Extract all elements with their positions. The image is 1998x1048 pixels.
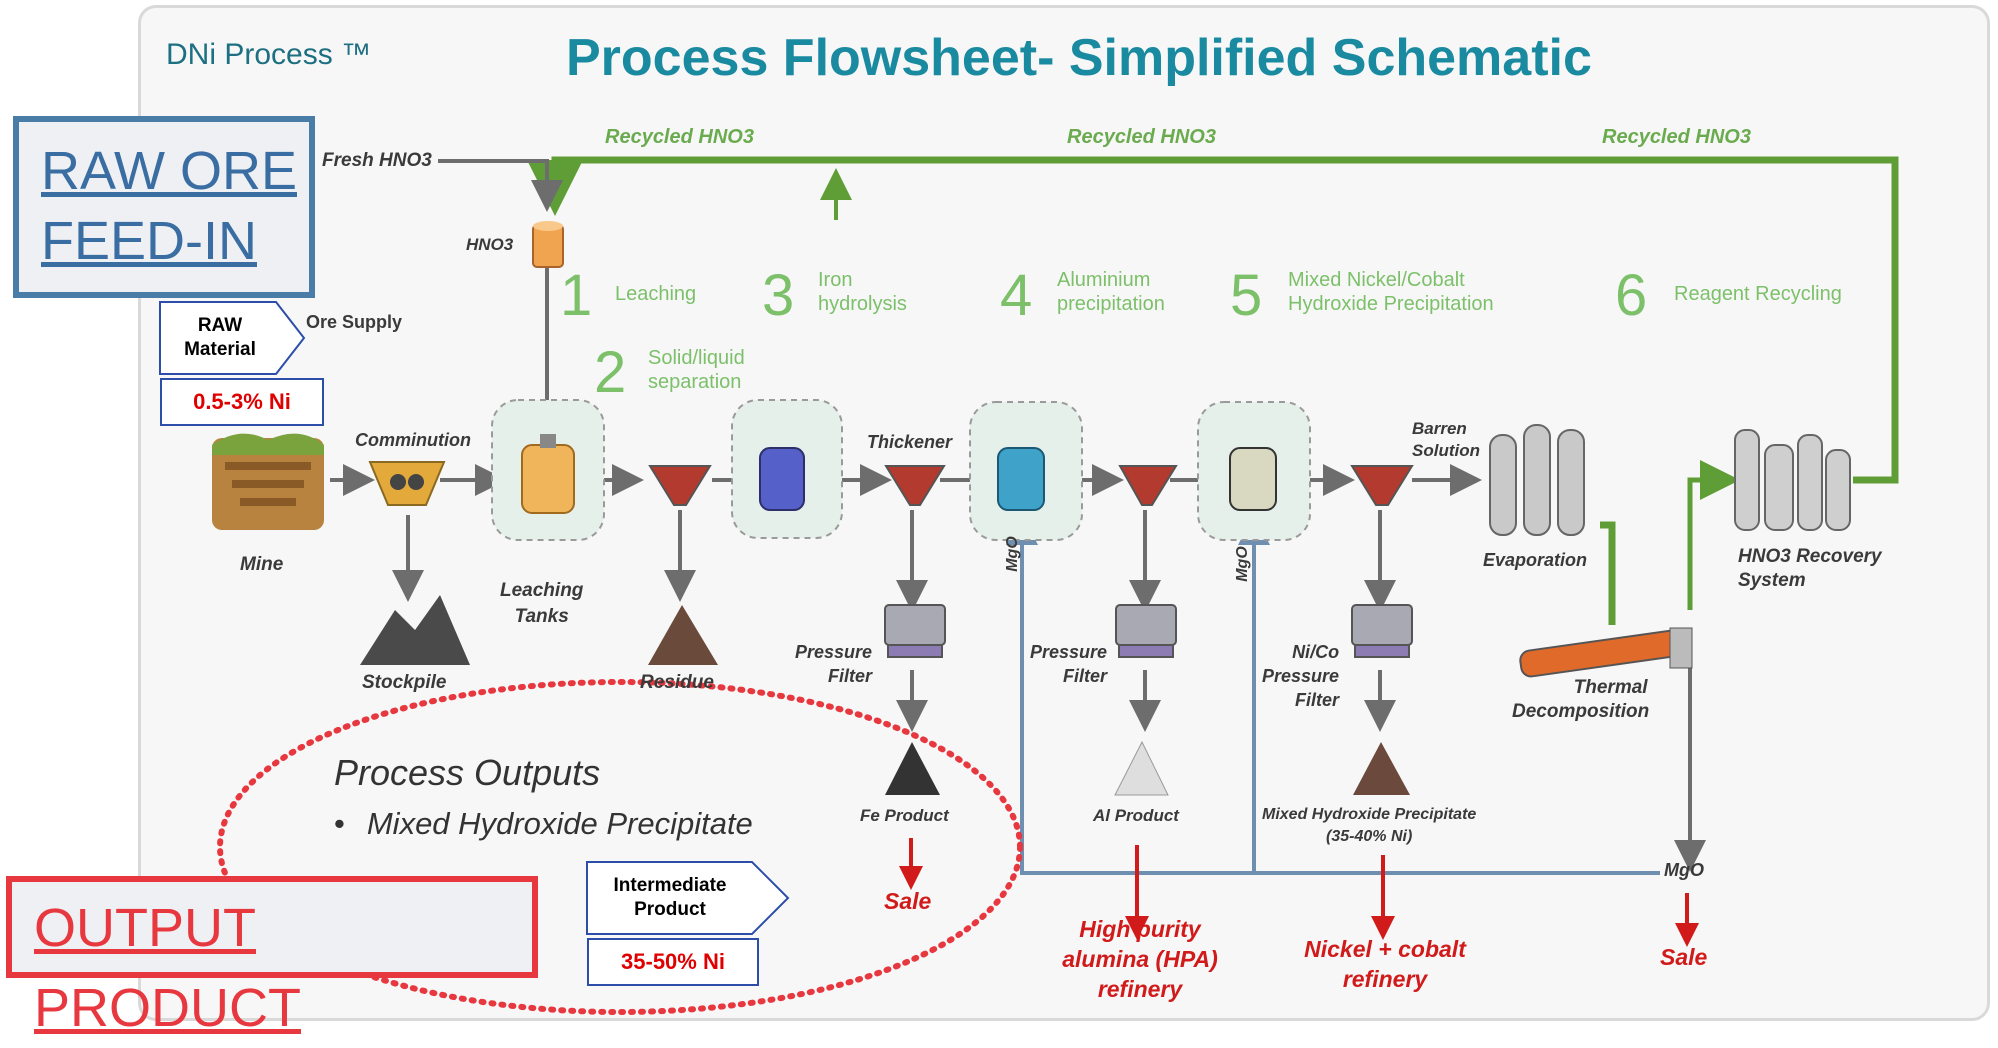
equipment-icons — [212, 221, 1851, 796]
mhp-product-icon — [1353, 742, 1410, 795]
ore-supply-label: Ore Supply — [306, 312, 403, 332]
mhp-product-label: Mixed Hydroxide Precipitate(35-40% Ni) — [1262, 806, 1477, 845]
raw-grade-box: 0.5-3% Ni — [160, 378, 324, 426]
page-title: Process Flowsheet- Simplified Schematic — [566, 29, 1592, 87]
hno3-label: HNO3 — [466, 235, 514, 254]
mgo-label-2: MgO — [1233, 546, 1251, 582]
hno3-drum-icon — [532, 221, 564, 268]
intermediate-tag-shape — [586, 861, 790, 935]
evaporator-icon — [1489, 424, 1585, 536]
product-arrows — [899, 838, 1699, 947]
mine-icon — [212, 433, 324, 530]
stockpile-label: Stockpile — [362, 672, 447, 693]
aluminium-reactor-icon — [997, 447, 1045, 511]
mine-label: Mine — [240, 554, 284, 575]
step-6-number: 6 — [1615, 263, 1648, 328]
intermediate-product-tag: Intermediate Product — [613, 875, 727, 920]
thermal-kiln-icon — [1519, 627, 1693, 678]
mgo-label-1: MgO — [1003, 536, 1021, 572]
recycle-label-3: Recycled HNO3 — [1602, 126, 1751, 148]
recycle-loop — [527, 156, 1899, 625]
mgo-label-3: MgO — [1664, 860, 1704, 880]
al-product-icon — [1114, 740, 1169, 796]
intermediate-grade-box: 35-50% Ni — [587, 938, 759, 986]
step-2-number: 2 — [594, 340, 627, 405]
thickener-icons — [648, 465, 1414, 506]
recycle-label-1: Recycled HNO3 — [605, 126, 754, 148]
outputs-ellipse — [217, 679, 1023, 1015]
residue-icon — [648, 605, 718, 665]
fe-product-icon — [885, 742, 940, 795]
stockpile-icon — [360, 595, 470, 665]
pressure-filter-icons — [884, 604, 1413, 658]
raw-ore-feed-in-callout: RAW ORE FEED-IN — [13, 116, 315, 298]
brand-label: DNi Process ™ — [166, 38, 372, 71]
step-6-label: Reagent Recycling — [1674, 283, 1842, 305]
thickener-label: Thickener — [867, 432, 953, 452]
leach-tank-icon — [521, 434, 575, 514]
raw-material-tag-shape — [159, 301, 306, 375]
comminution-label: Comminution — [355, 430, 471, 450]
fresh-hno3-label: Fresh HNO3 — [322, 150, 432, 171]
step-1-number: 1 — [560, 263, 593, 328]
sale-label-1: Sale — [884, 888, 932, 914]
evaporation-label: Evaporation — [1483, 550, 1588, 570]
step-3-number: 3 — [762, 263, 795, 328]
hno3-recovery-icon — [1734, 429, 1851, 531]
residue-label: Residue — [640, 672, 714, 693]
recycle-label-2: Recycled HNO3 — [1067, 126, 1216, 148]
al-product-label: Al Product — [1093, 806, 1179, 825]
step-1-label: Leaching — [615, 283, 697, 305]
iron-reactor-icon — [759, 447, 805, 511]
step-5-number: 5 — [1230, 263, 1263, 328]
crusher-icon — [368, 461, 446, 506]
flow-lines — [159, 156, 1899, 1015]
process-outputs-heading: Process Outputs — [334, 752, 601, 793]
mhp-reactor-icon — [1229, 447, 1277, 511]
sale-label-2: Sale — [1660, 944, 1708, 970]
step-4-number: 4 — [1000, 263, 1033, 328]
raw-material-tag: RAW Material — [184, 315, 256, 360]
process-outputs-bullet: •Mixed Hydroxide Precipitate — [334, 806, 753, 841]
fe-product-label: Fe Product — [860, 806, 949, 825]
output-product-callout: OUTPUT PRODUCT — [6, 876, 538, 1038]
